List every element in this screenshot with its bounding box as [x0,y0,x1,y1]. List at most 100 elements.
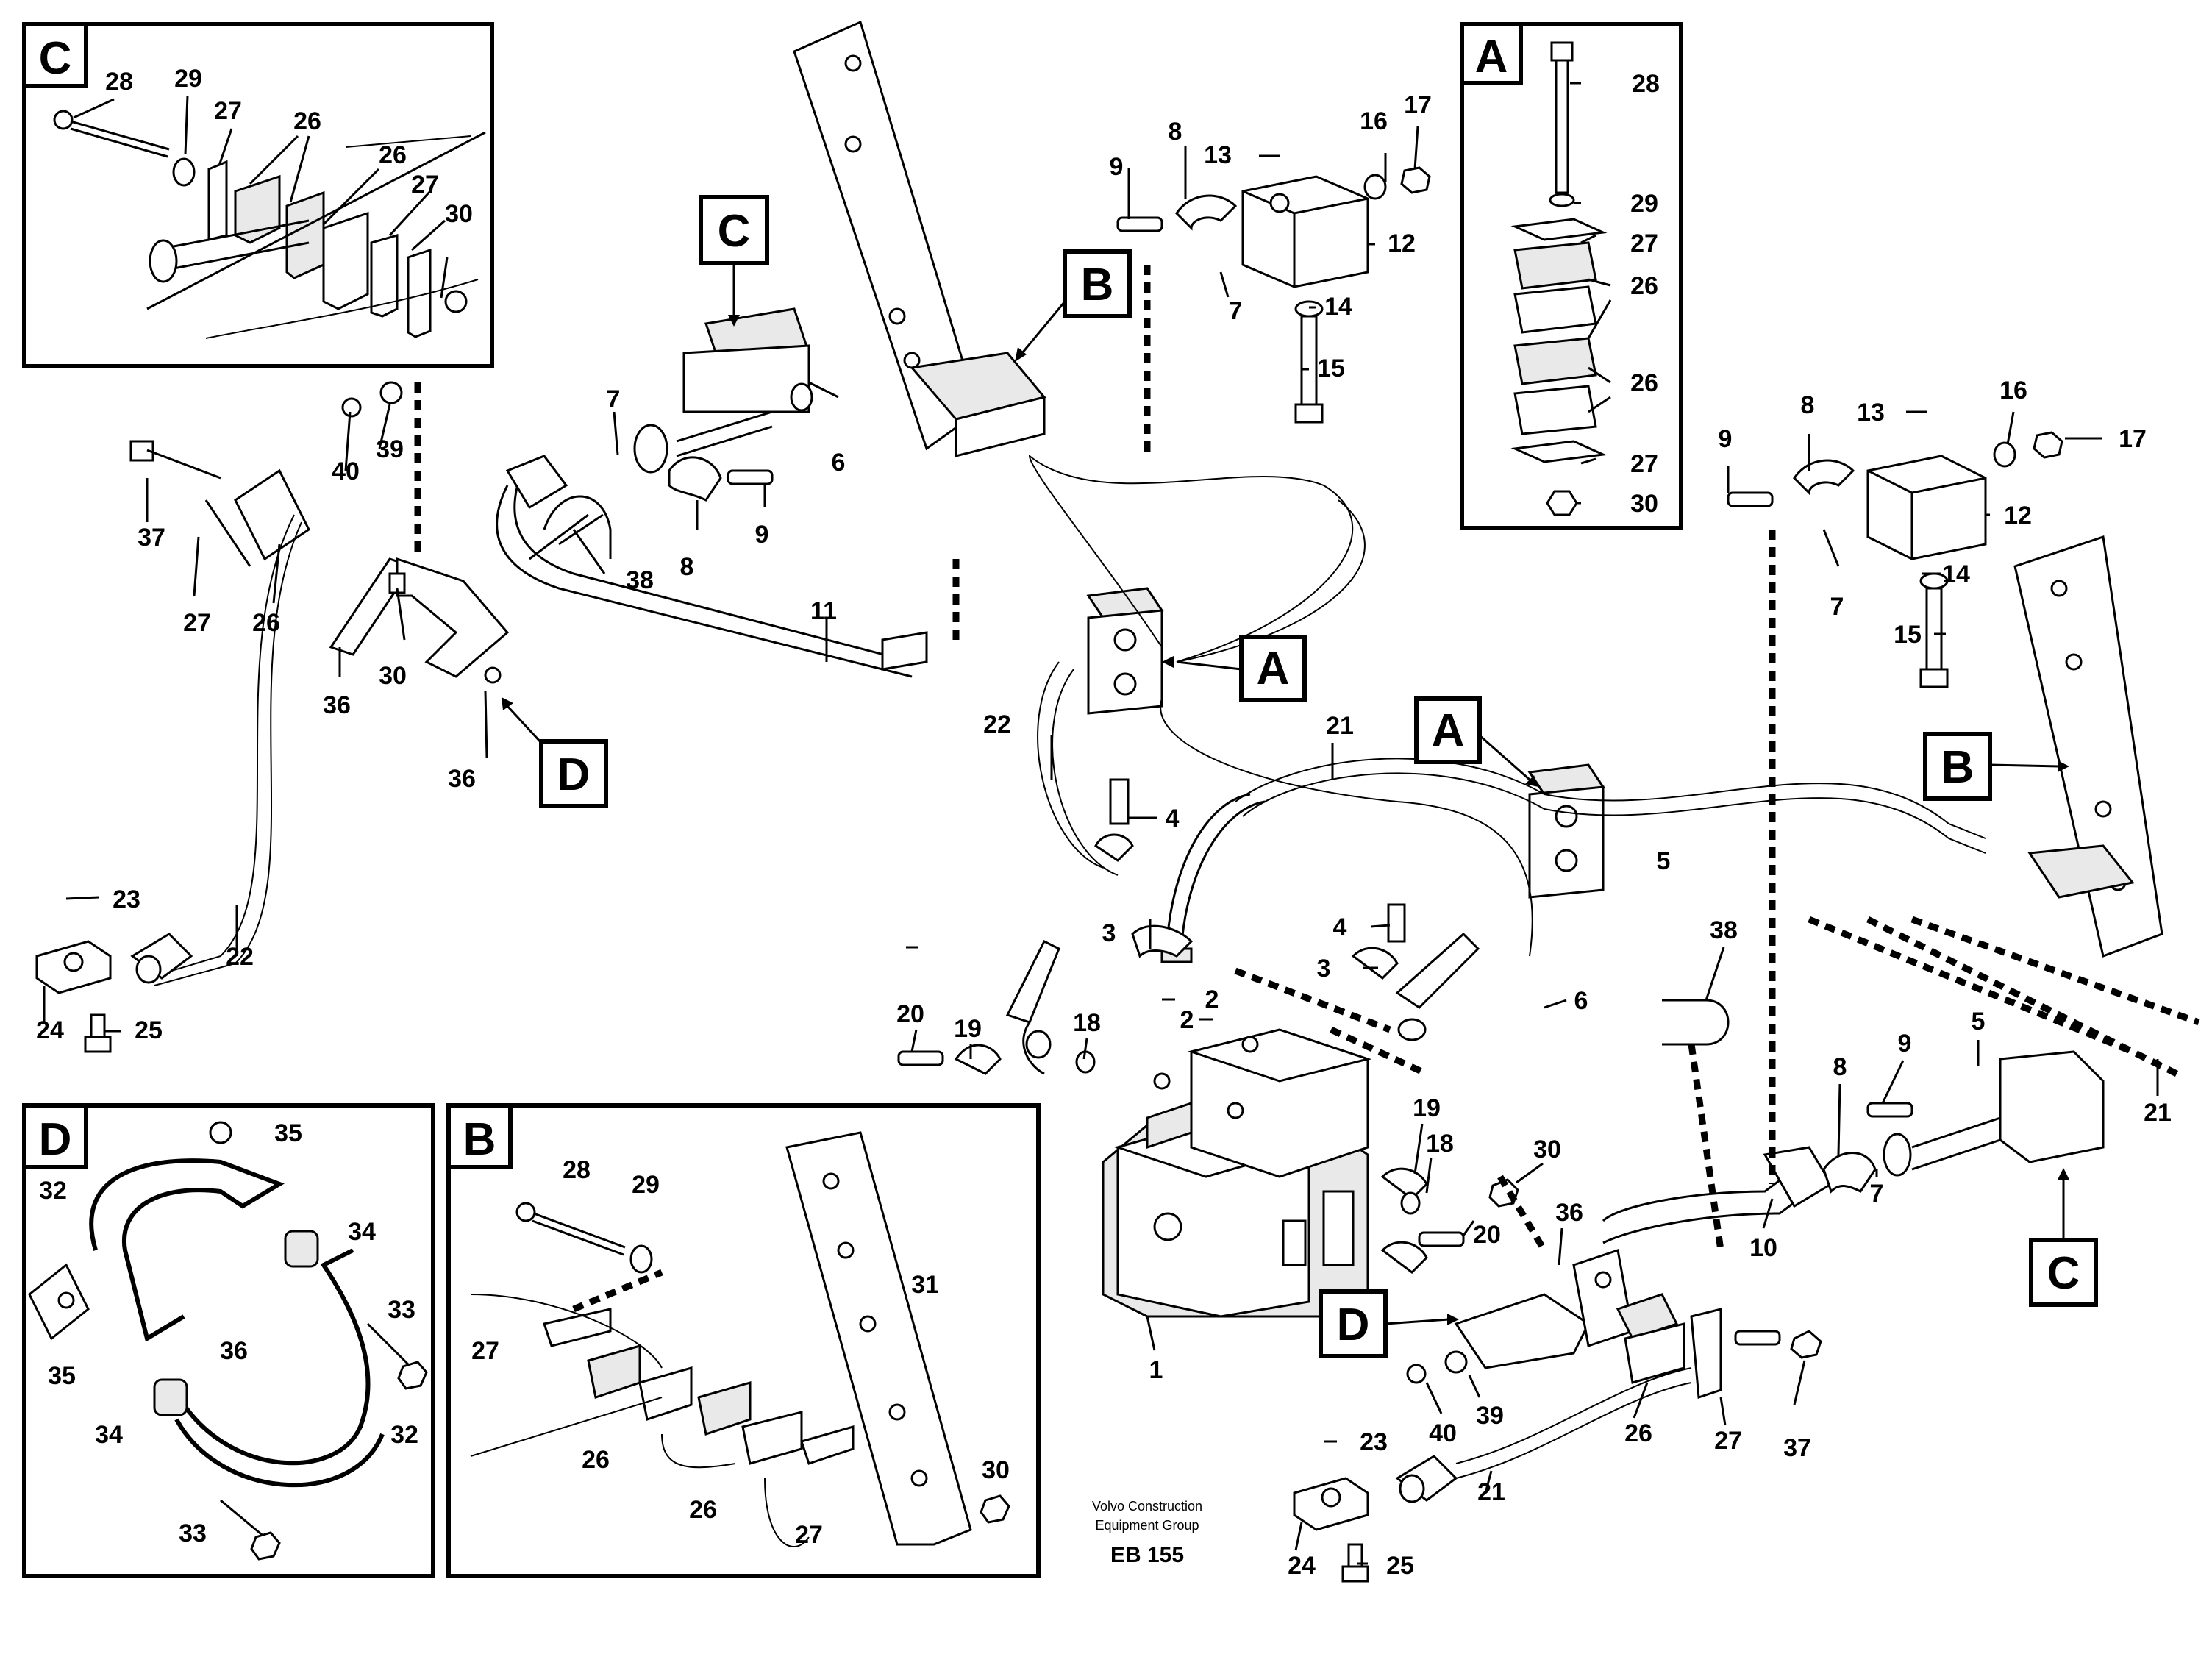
callout: 28 [105,68,133,96]
callout: 33 [388,1296,415,1324]
callout: 38 [626,566,654,594]
callouts: 28 29 27 26 26 27 30 28 29 27 26 26 27 3… [36,65,2172,1580]
callout: 30 [379,662,407,690]
panel-a-label: A [1475,32,1508,82]
leader-lines [43,82,2159,1565]
callout: 21 [1326,712,1354,740]
callout: 40 [1429,1419,1457,1447]
callout: 3 [1102,919,1116,947]
callout: 13 [1204,141,1232,169]
callout: 12 [1388,229,1416,257]
caption: Volvo Construction Equipment Group EB 15… [1092,1499,1202,1567]
callout: 35 [48,1362,76,1390]
callout: 39 [376,435,404,463]
callout: 7 [1229,297,1243,325]
marker-c-right: C [2029,1168,2098,1307]
marker-a-upper: A [1162,635,1307,702]
callout: 36 [1555,1199,1583,1227]
callout: 5 [1972,1008,1986,1036]
callout: 8 [1833,1053,1847,1081]
callout: 37 [1783,1434,1811,1462]
panel-a: A [1460,22,1683,530]
callout: 13 [1857,399,1885,427]
marker-a-upper-label: A [1257,644,1290,694]
callout: 26 [689,1496,717,1524]
callout: 26 [293,107,321,135]
marker-a-center-label: A [1432,705,1465,756]
panel-d: D [22,1103,435,1578]
callout: 10 [1749,1234,1777,1262]
callout: 26 [252,609,280,637]
callout: 2 [1205,986,1219,1013]
callout: 27 [795,1521,823,1549]
callout: 6 [832,449,846,477]
callout: 5 [1657,847,1671,875]
panel-b: B [446,1103,1041,1578]
caption-code: EB 155 [1110,1543,1184,1567]
callout: 39 [1476,1402,1504,1430]
callout: 34 [348,1218,376,1246]
callout: 7 [1870,1180,1884,1208]
marker-d-right-label: D [1337,1300,1370,1350]
caption-line1: Volvo Construction [1092,1499,1202,1514]
callout: 23 [1360,1428,1388,1456]
marker-b-right: B [1923,732,2069,801]
panel-d-label: D [39,1114,72,1165]
marker-b-right-label: B [1941,742,1974,793]
callout: 23 [113,885,140,913]
callout: 18 [1426,1130,1454,1158]
callout: 1 [1149,1356,1163,1384]
callout: 4 [1333,913,1347,941]
callout: 9 [755,521,769,549]
callout: 11 [810,597,837,625]
callout: 19 [1413,1094,1441,1122]
callout: 22 [226,943,254,971]
caption-line2: Equipment Group [1095,1518,1199,1533]
callout: 29 [632,1171,660,1199]
callout: 3 [1317,955,1331,983]
marker-d-right: D [1319,1289,1459,1358]
callout: 7 [607,385,621,413]
panel-c: C [22,22,494,368]
callout: 33 [179,1519,207,1547]
callout: 19 [954,1015,982,1043]
callout: 14 [1324,293,1352,321]
callout: 17 [2119,425,2147,453]
callout: 26 [1630,272,1658,300]
callout: 15 [1894,621,1922,649]
marker-a-center: A [1414,696,1538,787]
marker-c-upper: C [699,195,769,327]
callout: 9 [1110,153,1124,181]
callout: 17 [1404,91,1432,119]
marker-d-left-label: D [557,749,591,800]
callout: 9 [1898,1030,1912,1058]
callout: 24 [1288,1552,1316,1580]
callout: 29 [1630,190,1658,218]
callout: 2 [1180,1006,1194,1034]
callout: 22 [983,710,1011,738]
callout: 37 [138,524,165,552]
callout: 40 [332,457,360,485]
panel-b-label: B [463,1114,496,1165]
callout: 32 [39,1177,67,1205]
callout: 26 [1630,369,1658,397]
marker-c-upper-label: C [718,206,751,257]
callout: 18 [1073,1009,1101,1037]
callout: 30 [445,200,473,228]
callout: 27 [1630,229,1658,257]
callout: 28 [1632,70,1660,98]
callout: 30 [982,1456,1010,1484]
callout: 4 [1166,805,1180,833]
callout: 27 [1714,1427,1742,1455]
marker-b-upper: B [1015,249,1132,362]
callout: 12 [2004,502,2032,530]
callout: 21 [1477,1478,1505,1506]
callout: 14 [1942,560,1970,588]
callout: 16 [1360,107,1388,135]
callout: 35 [274,1119,302,1147]
callout: 27 [411,171,439,199]
callout: 20 [1473,1221,1501,1249]
callout: 29 [174,65,202,93]
